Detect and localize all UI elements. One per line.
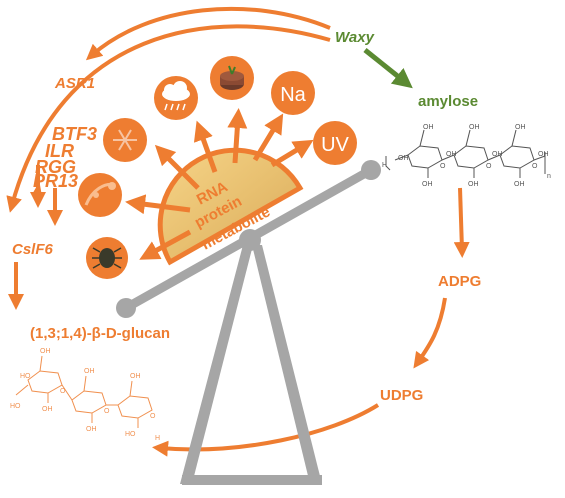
svg-text:O: O xyxy=(440,163,446,170)
svg-text:OH: OH xyxy=(86,426,97,433)
amylose-structure xyxy=(385,129,546,178)
gene-rgg: RGG xyxy=(35,157,76,177)
svg-text:n: n xyxy=(547,173,551,180)
svg-text:OH: OH xyxy=(469,124,480,131)
svg-text:OH: OH xyxy=(446,151,457,158)
node-udpg: UDPG xyxy=(380,387,423,404)
seesaw-end-right xyxy=(361,160,381,180)
adpg-to-udpg-arrow xyxy=(413,297,447,369)
response-arrows xyxy=(125,108,314,260)
svg-text:H: H xyxy=(155,435,160,442)
outer-arc-arrow-cslf6 xyxy=(6,24,331,213)
glucan-structure xyxy=(15,355,153,428)
omics-sector: RNA protein metabolite xyxy=(157,147,304,266)
insect-icon xyxy=(92,247,122,269)
node-amylose: amylose xyxy=(418,93,478,110)
soil-icon xyxy=(220,65,244,90)
soil-badge xyxy=(210,56,254,100)
svg-text:OH: OH xyxy=(130,373,141,380)
uv-badge: UV xyxy=(313,121,357,165)
svg-text:O: O xyxy=(532,163,538,170)
svg-text:HO: HO xyxy=(125,431,136,438)
svg-text:OH: OH xyxy=(84,368,95,375)
sodium-label: Na xyxy=(280,84,306,106)
rain-cloud-icon xyxy=(162,81,190,111)
svg-text:OH: OH xyxy=(468,181,479,188)
svg-text:HO: HO xyxy=(20,373,31,380)
svg-text:OH: OH xyxy=(492,151,503,158)
svg-text:OH: OH xyxy=(398,155,409,162)
gene-pr13: PR13 xyxy=(33,171,78,191)
svg-text:O: O xyxy=(486,163,492,170)
gene-asr1: ASR1 xyxy=(54,75,95,92)
svg-text:OH: OH xyxy=(40,348,51,355)
svg-text:O: O xyxy=(104,408,110,415)
gene-cslf6: CslF6 xyxy=(12,241,54,258)
svg-text:O: O xyxy=(60,388,66,395)
node-glucan: (1,3;1,4)-β-D-glucan xyxy=(30,325,170,342)
svg-text:OH: OH xyxy=(42,406,53,413)
svg-text:OH: OH xyxy=(423,124,434,131)
snowflake-badge xyxy=(103,118,147,162)
gene-a: A xyxy=(31,182,43,199)
insect-badge xyxy=(86,237,128,279)
amylose-structure-labels: OH OH OH OH OH OH OH OH OH OH H O O O n xyxy=(382,124,551,188)
svg-text:OH: OH xyxy=(538,151,549,158)
waxy-to-amylose-arrow xyxy=(363,48,413,89)
seesaw-pivot xyxy=(239,229,261,251)
glucan-structure-labels: OH OH OH HO HO OH OH HO O O O H xyxy=(10,348,160,442)
sodium-badge: Na xyxy=(271,71,315,115)
svg-text:OH: OH xyxy=(515,124,526,131)
svg-text:H: H xyxy=(382,162,387,169)
seesaw-end-left xyxy=(116,298,136,318)
svg-text:HO: HO xyxy=(10,403,21,410)
snowflake-icon xyxy=(113,129,137,151)
seesaw-stand xyxy=(180,245,322,485)
fungus-icon xyxy=(84,182,116,206)
svg-text:OH: OH xyxy=(514,181,525,188)
outer-arc-arrow-asr1 xyxy=(85,6,331,61)
svg-text:O: O xyxy=(150,413,156,420)
gene-btf3: BTF3 xyxy=(52,124,97,144)
svg-text:OH: OH xyxy=(422,181,433,188)
fungus-badge xyxy=(78,173,122,217)
gene-waxy: Waxy xyxy=(335,29,375,46)
gene-ilr: ILR xyxy=(45,141,74,161)
amylose-to-adpg-arrow xyxy=(453,187,470,258)
node-adpg: ADPG xyxy=(438,273,481,290)
rain-badge xyxy=(154,76,198,120)
uv-label: UV xyxy=(321,134,349,156)
